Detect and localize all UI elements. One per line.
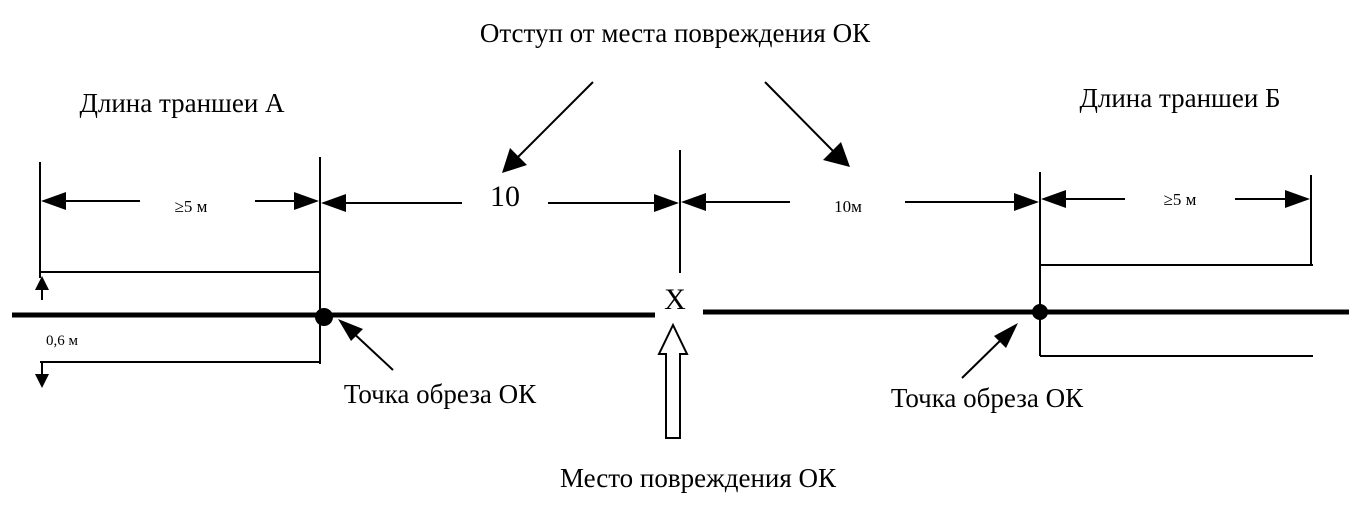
- damage-pointer-arrow: [657, 322, 689, 439]
- cut-point-left-label: Точка обреза ОК: [344, 379, 537, 409]
- cut-pointer-right: [961, 323, 1018, 379]
- dim-b: ≥5 м: [1041, 190, 1310, 209]
- damage-mark: Х: [664, 283, 686, 316]
- trench-b-outline: [1040, 264, 1313, 357]
- dim-center-right-label: 10м: [834, 197, 862, 216]
- offset-title: Отступ от места повреждения ОК: [480, 18, 871, 48]
- cut-point-left-dot: [315, 308, 333, 326]
- depth-arrow-down: [35, 363, 49, 388]
- damage-place-label: Место повреждения ОК: [560, 463, 837, 493]
- depth-arrow-up: [35, 276, 49, 300]
- dim-center-right: 10м: [681, 193, 1039, 216]
- dim-b-label: ≥5 м: [1164, 190, 1197, 209]
- dim-center-left-label: 10: [490, 180, 520, 213]
- cut-point-right-label: Точка обреза ОК: [891, 383, 1084, 413]
- trench-a-label: Длина траншеи А: [79, 88, 285, 118]
- depth-label: 0,6 м: [46, 333, 79, 349]
- cut-point-right-dot: [1032, 304, 1048, 320]
- dim-a-label: ≥5 м: [175, 197, 208, 216]
- dim-center-left: 10: [321, 180, 679, 213]
- trench-a-outline: [40, 271, 320, 363]
- offset-pointer-right: [764, 81, 850, 167]
- cut-pointer-left: [338, 319, 394, 371]
- offset-pointer-left: [502, 81, 594, 173]
- trench-b-label: Длина траншеи Б: [1079, 83, 1280, 113]
- dim-a: ≥5 м: [41, 192, 319, 216]
